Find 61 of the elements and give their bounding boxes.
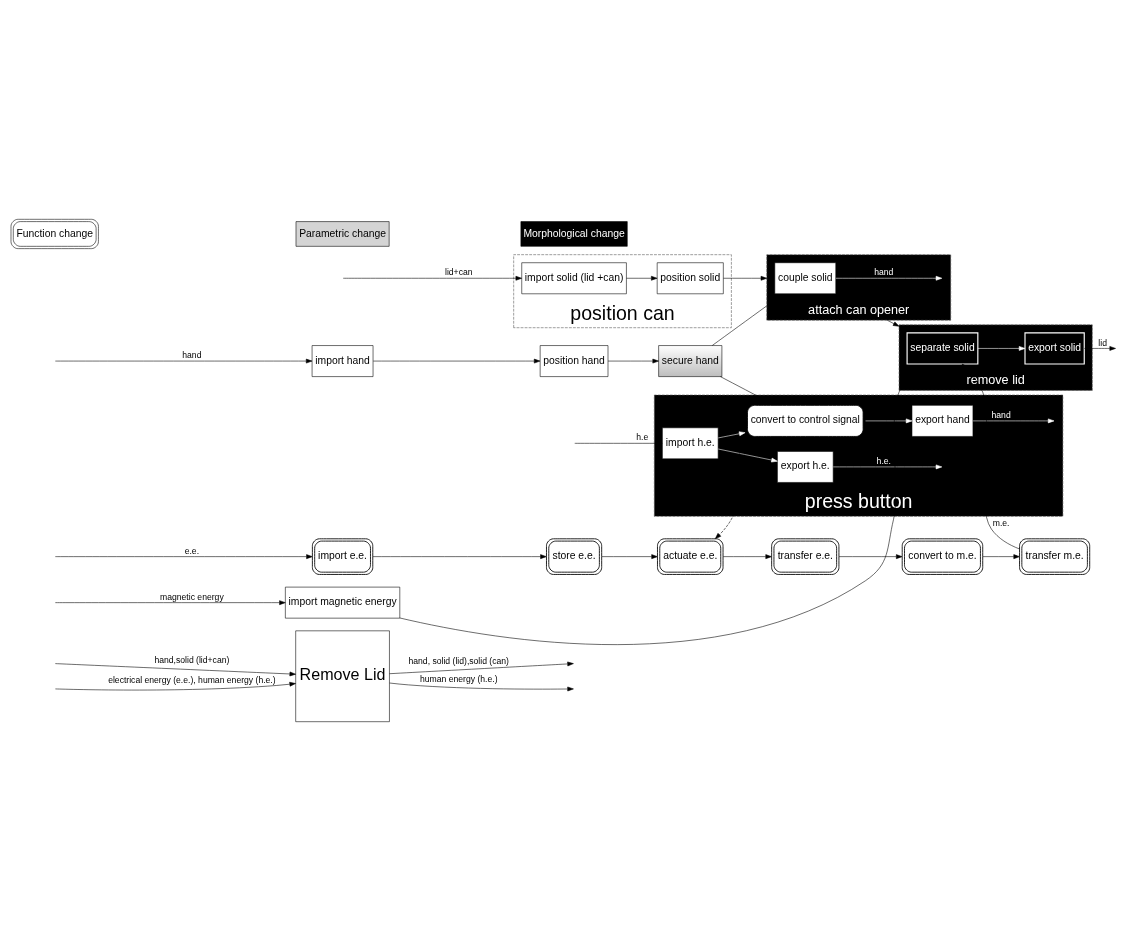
edge-label: human energy (h.e.) [419, 673, 498, 684]
connector [574, 442, 663, 444]
arrow [865, 418, 913, 423]
arrow [601, 553, 658, 559]
arrow [1084, 345, 1116, 351]
arrow [982, 553, 1020, 559]
legend-label: Parametric change [299, 227, 386, 238]
arrow [722, 553, 772, 559]
node-box: Remove Lid [295, 630, 390, 722]
node-box: position solid [656, 261, 724, 294]
node-box: position hand [539, 344, 609, 377]
node-box: couple solid [774, 261, 837, 294]
edge-label: h.e. [876, 455, 891, 466]
arrow [55, 681, 296, 690]
edge-label: magnetic energy [160, 591, 224, 602]
arrow [372, 358, 541, 363]
connector [711, 305, 768, 346]
legend-label: Function change [16, 227, 93, 238]
arrow [55, 599, 286, 605]
legend-label: Morphological change [523, 227, 625, 238]
arrow [55, 553, 313, 559]
edge-label: electrical energy (e.e.), human energy (h.e.) [108, 674, 276, 685]
arrow [838, 553, 903, 559]
arrow [723, 275, 768, 281]
arrow [389, 661, 574, 674]
edge-label: e.e. [184, 545, 200, 556]
node-box: separate solid [906, 331, 979, 365]
arrow [55, 662, 296, 676]
arrow [372, 553, 547, 559]
arrow [972, 418, 1055, 423]
edge-label: lid [1098, 337, 1107, 348]
node-box: import solid (lid +can) [521, 261, 627, 294]
arrow [961, 363, 1020, 549]
node-box: secure hand [658, 344, 723, 377]
connector [399, 389, 901, 645]
arrow [717, 448, 778, 462]
arrow [886, 319, 900, 327]
edge-label: hand [874, 266, 894, 277]
node-box: import h.e. [662, 427, 719, 459]
node-box: export hand [911, 404, 974, 437]
edge-label: lid+can [444, 266, 473, 277]
edge-label: hand [182, 349, 202, 360]
arrow [389, 682, 574, 691]
arrow [835, 275, 943, 281]
arrow [626, 275, 658, 281]
edge-label: hand [991, 409, 1011, 420]
arrow [832, 464, 943, 469]
node-box: convert to control signal [747, 404, 864, 437]
arrow [977, 345, 1026, 351]
edge-label: hand,solid (lid+can) [154, 654, 230, 665]
arrow [342, 275, 522, 281]
node-box: import magnetic energy [285, 586, 401, 618]
arrow [55, 358, 313, 363]
edge-label: h.e [636, 431, 649, 442]
arrow [607, 358, 659, 363]
arrow [717, 430, 746, 438]
node-box: export solid [1024, 331, 1085, 365]
edge-label: m.e. [992, 517, 1010, 528]
node-box: export h.e. [777, 450, 834, 483]
node-box: import hand [311, 344, 374, 377]
edge-label: hand, solid (lid),solid (can) [408, 655, 510, 666]
